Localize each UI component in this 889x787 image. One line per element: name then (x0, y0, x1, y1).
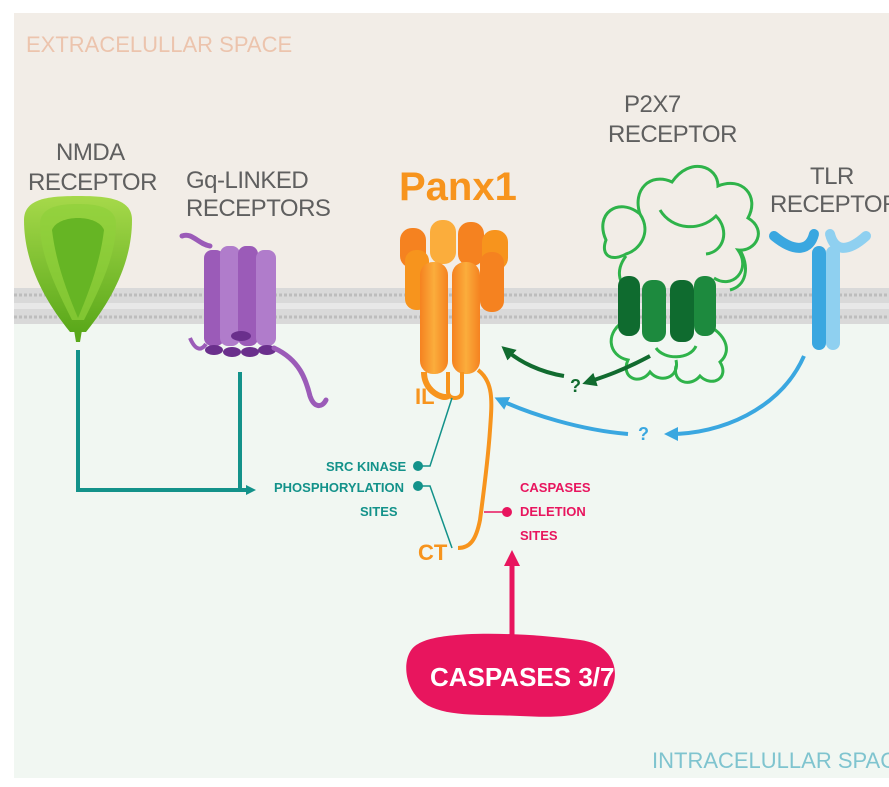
tlr-label-line1: TLR (810, 163, 854, 190)
src-kinase-site-dot (413, 461, 423, 471)
caspase-sites-label: SITES (520, 528, 558, 543)
tlr-unknown-mark: ? (638, 424, 649, 444)
gq-label-line1: Gq-LINKED (186, 167, 308, 194)
tlr-label-line2: RECEPTORS (770, 191, 889, 218)
src-kinase-label: SRC KINASE (326, 459, 407, 474)
caspases-blob-label: CASPASES 3/7 (430, 662, 614, 692)
panx1-title: Panx1 (399, 165, 517, 209)
extracellular-space-label: EXTRACELULLAR SPACE (26, 32, 292, 57)
intracellular-space-label: INTRACELULLAR SPACE (652, 748, 889, 773)
cell-membrane (14, 288, 889, 324)
caspases-label: CASPASES (520, 480, 591, 495)
phosphorylation-label: PHOSPHORYLATION (274, 480, 404, 495)
gq-label-line2: RECEPTORS (186, 195, 330, 222)
phosphorylation-site-dot (413, 481, 423, 491)
nmda-label-line2: RECEPTOR (28, 169, 157, 196)
caspase-deletion-site-dot (502, 507, 512, 517)
p2x7-label-line2: RECEPTOR (608, 121, 737, 148)
panx1-il-label: IL (415, 384, 435, 409)
panx1-ct-label: CT (418, 540, 448, 565)
p2x7-unknown-mark: ? (570, 376, 581, 396)
deletion-label: DELETION (520, 504, 586, 519)
phosphorylation-sites-label: SITES (360, 504, 398, 519)
p2x7-label-line1: P2X7 (624, 91, 681, 118)
nmda-label-line1: NMDA (56, 139, 125, 166)
